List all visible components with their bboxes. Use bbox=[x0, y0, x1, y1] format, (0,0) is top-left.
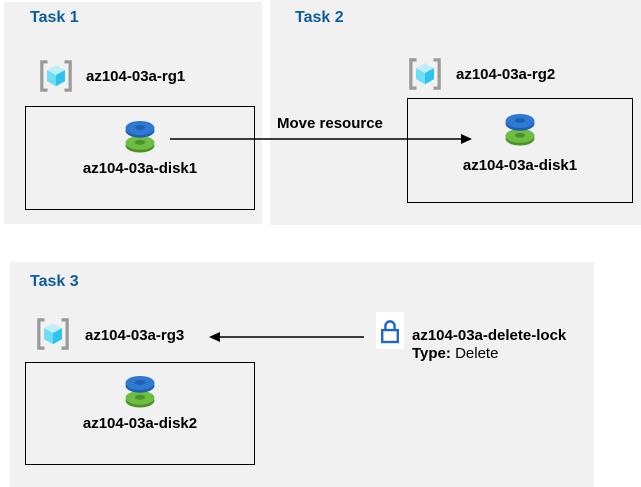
task2-panel bbox=[270, 0, 641, 225]
task3-resource-label: az104-03a-disk2 bbox=[82, 415, 198, 432]
lock-type-value: Delete bbox=[455, 345, 499, 362]
lock-chip bbox=[376, 312, 404, 349]
task1-resource-group-label: az104-03a-rg1 bbox=[86, 68, 186, 85]
resource-group-icon bbox=[37, 318, 69, 350]
task1-panel bbox=[4, 2, 262, 224]
arrow-right-icon bbox=[170, 134, 472, 144]
lock-type-label: Type: bbox=[412, 345, 451, 362]
disk-icon bbox=[125, 121, 155, 153]
lock-name-label: az104-03a-delete-lock bbox=[412, 327, 567, 344]
task2-resource-label: az104-03a-disk1 bbox=[462, 157, 578, 174]
disk-icon bbox=[125, 376, 155, 408]
move-resource-label: Move resource bbox=[277, 115, 383, 132]
task1-resource-box bbox=[25, 106, 255, 210]
lock-icon bbox=[381, 319, 399, 343]
task1-resource-label: az104-03a-disk1 bbox=[82, 160, 198, 177]
arrow-left-icon bbox=[209, 332, 364, 342]
task2-title: Task 2 bbox=[295, 9, 344, 26]
task3-panel bbox=[10, 262, 594, 487]
task3-title: Task 3 bbox=[30, 273, 79, 290]
task3-resource-group-label: az104-03a-rg3 bbox=[85, 327, 185, 344]
task2-resource-group-label: az104-03a-rg2 bbox=[456, 66, 556, 83]
resource-group-icon bbox=[40, 60, 72, 92]
lock-type-line: Type: Delete bbox=[412, 345, 498, 363]
resource-group-icon bbox=[409, 58, 441, 90]
task2-resource-box bbox=[407, 98, 633, 203]
task1-title: Task 1 bbox=[30, 9, 79, 26]
disk-icon bbox=[505, 114, 535, 146]
task3-resource-box bbox=[25, 362, 255, 465]
